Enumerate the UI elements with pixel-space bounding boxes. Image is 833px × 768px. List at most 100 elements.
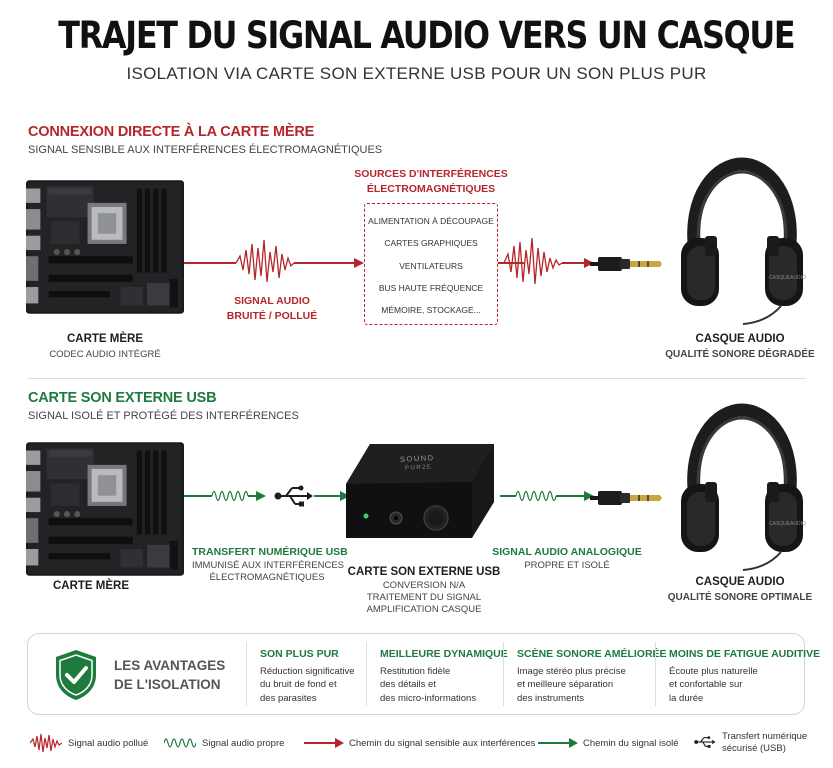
bottom-heading-part2: USB [186,390,217,406]
noisy-wave-1 [235,239,295,283]
legend-label-line1: Transfert numérique [722,731,808,742]
benefits-separator [366,642,367,706]
legend-label: Chemin du signal isolé [583,738,679,749]
interference-item: ALIMENTATION À DÉCOUPAGE [368,216,494,226]
headphones-label: CASQUE AUDIO [695,576,785,588]
page-title: TRAJET DU SIGNAL AUDIO VERS UN CASQUE [58,14,795,57]
clean-wave-icon [164,738,196,748]
benefit-text: Restitution fidèle [380,665,451,677]
legend-label: Transfert numérique sécurisé (USB) [722,731,807,755]
sound-card-label: CARTE SON EXTERNE USB CONVERSION N/A TRA… [337,566,511,616]
legend-label-line2: sécurisé (USB) [722,743,786,754]
motherboard-sublabel: CODEC AUDIO INTÉGRÉ [49,349,161,360]
benefit-text: des micro-informations [380,692,477,704]
usb-sound-card-image [346,444,494,538]
analog-signal-label: SIGNAL AUDIO ANALOGIQUE PROPRE ET ISOLÉ [492,545,642,572]
bottom-section-heading: CARTE SON EXTERNE USB [28,390,217,406]
benefits-separator [503,642,504,706]
bottom-heading-part1: CARTE SON EXTERNE [28,390,187,406]
clean-wave-1 [211,490,249,502]
headphones-label: CASQUE AUDIO [695,333,785,345]
top-signal-path [184,237,594,285]
jack-plug-icon [590,491,662,505]
benefit-text: Réduction significative [260,665,355,677]
usb-transfer-line: IMMUNISÉ AUX INTERFÉRENCES [192,560,345,571]
interference-title: SOURCES D'INTERFÉRENCES ÉLECTROMAGNÉTIQU… [348,167,514,197]
usb-transfer-title: TRANSFERT NUMÉRIQUE USB [192,546,348,558]
clean-wave-2 [515,490,557,502]
bottom-path-arrowhead-2 [340,491,350,501]
sound-card-brand: SOUND [399,453,435,464]
benefit-text: du bruit de fond et [260,679,337,690]
headphones-icon [677,156,807,326]
interference-box [364,203,498,325]
noisy-signal-label-line1: SIGNAL AUDIO [234,295,310,307]
headphones-brand: CASQUEAUDIO [769,521,806,527]
headphones-icon [677,402,807,572]
motherboard-label: CARTE MÈRE [52,580,130,592]
interference-title-line2: ÉLECTROMAGNÉTIQUES [366,183,496,195]
benefit-column: SON PLUS PUR Réduction significative du … [260,648,355,705]
usb-icon [274,484,314,508]
top-path-arrowhead-1 [354,258,364,268]
benefit-heading: MEILLEURE DYNAMIQUE [380,648,508,660]
top-section-subheading: SIGNAL SENSIBLE AUX INTERFÉRENCES ÉLECTR… [28,144,383,156]
benefit-heading: MOINS DE FATIGUE AUDITIVE [669,648,821,660]
sound-card-title: CARTE SON EXTERNE USB [347,566,501,578]
sound-card-line: AMPLIFICATION CASQUE [366,604,482,615]
motherboard-image [26,180,184,314]
interference-item: MÉMOIRE, STOCKAGE... [381,305,481,315]
usb-icon [694,735,716,749]
page-subtitle: ISOLATION VIA CARTE SON EXTERNE USB POUR… [126,64,707,83]
benefit-heading: SON PLUS PUR [260,648,339,660]
legend-label: Signal audio propre [202,738,285,749]
sound-card-line: CONVERSION N/A [382,580,466,591]
noisy-wave-icon [30,733,62,753]
usb-transfer-label: TRANSFERT NUMÉRIQUE USB IMMUNISÉ AUX INT… [192,545,348,584]
red-arrow-icon [304,738,344,748]
legend-label: Signal audio pollué [68,738,149,749]
benefit-column: MOINS DE FATIGUE AUDITIVE Écoute plus na… [669,648,820,705]
benefit-text: et confortable sur [669,679,743,690]
benefit-text: Écoute plus naturelle [669,665,758,677]
benefits-separator [655,642,656,706]
benefits-title-line2: DE L'ISOLATION [114,677,221,692]
benefits-title: LES AVANTAGES DE L'ISOLATION [114,656,225,694]
benefit-text: des instruments [517,692,585,704]
legend-label: Chemin du signal sensible aux interféren… [349,738,536,749]
section-divider [28,378,806,379]
optimal-quality-label: QUALITÉ SONORE OPTIMALE [667,592,813,603]
top-section-heading: CONNEXION DIRECTE À LA CARTE MÈRE [28,124,315,140]
benefit-column: MEILLEURE DYNAMIQUE Restitution fidèle d… [380,648,508,705]
noisy-signal-label: SIGNAL AUDIO BRUITÉ / POLLUÉ [212,294,332,324]
interference-item: VENTILATEURS [399,261,463,271]
interference-title-line1: SOURCES D'INTERFÉRENCES [354,168,508,180]
headphones-brand: CASQUEAUDIO [769,275,806,281]
degraded-quality-label: QUALITÉ SONORE DÉGRADÉE [665,349,815,360]
bottom-signal-path [184,490,594,502]
analog-signal-title: SIGNAL AUDIO ANALOGIQUE [492,546,642,558]
top-path-arrowhead-2 [584,258,594,268]
benefit-text: la durée [669,692,704,704]
interference-item: CARTES GRAPHIQUES [384,238,478,248]
benefits-title-line1: LES AVANTAGES [114,658,226,673]
interference-item: BUS HAUTE FRÉQUENCE [378,283,484,293]
benefit-text: Image stéréo plus précise [517,665,626,677]
bottom-path-arrowhead-3 [584,491,594,501]
benefit-column: SCÈNE SONORE AMÉLIORÉE Image stéréo plus… [517,648,667,705]
motherboard-image [26,442,184,576]
benefit-heading: SCÈNE SONORE AMÉLIORÉE [517,648,667,660]
jack-plug-icon [590,257,662,271]
motherboard-label: CARTE MÈRE [66,333,144,345]
shield-check-icon [56,650,96,700]
benefit-text: des parasites [260,692,317,704]
usb-transfer-line: ÉLECTROMAGNÉTIQUES [209,572,325,583]
analog-signal-sub: PROPRE ET ISOLÉ [524,560,610,571]
power-led [363,513,369,519]
benefits-separator [246,642,247,706]
noisy-wave-2 [503,237,563,285]
benefit-text: des détails et [380,679,436,690]
benefit-text: et meilleure séparation [517,679,614,690]
sound-card-line: TRAITEMENT DU SIGNAL [366,592,482,603]
bottom-section-subheading: SIGNAL ISOLÉ ET PROTÉGÉ DES INTERFÉRENCE… [28,410,299,422]
